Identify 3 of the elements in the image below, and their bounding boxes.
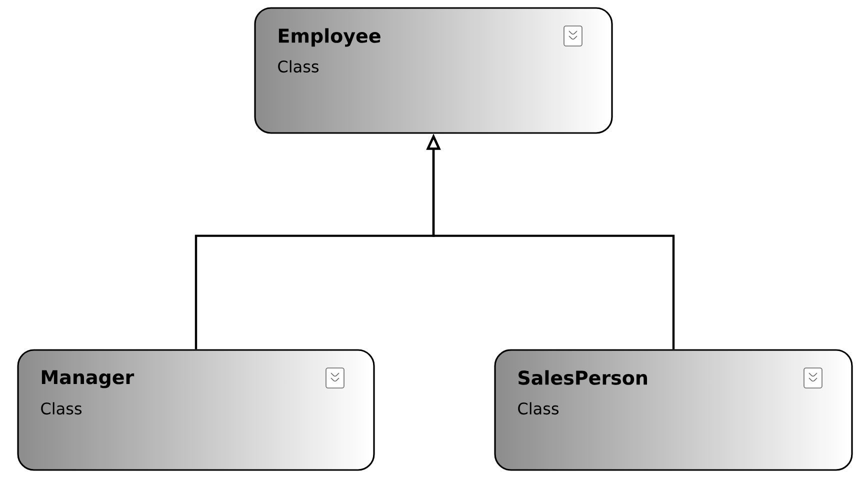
class-box: Manager Class — [17, 349, 375, 471]
class-box: Employee Class — [254, 7, 613, 134]
class-box: SalesPerson Class — [494, 349, 853, 471]
